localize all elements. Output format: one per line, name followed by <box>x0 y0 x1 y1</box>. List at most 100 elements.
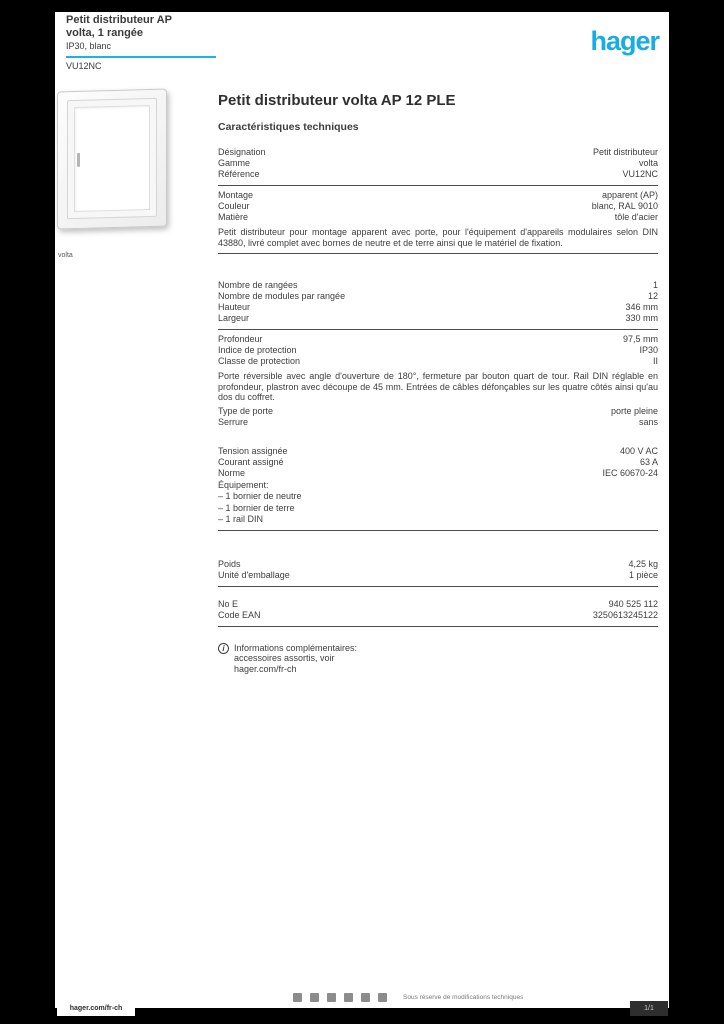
spec-line: – 1 rail DIN <box>218 514 264 524</box>
spec-label: Gamme <box>218 158 251 168</box>
spec-label: Nombre de rangées <box>218 280 298 290</box>
spec-row: Hauteur 346 mm <box>218 302 658 313</box>
spec-divider <box>218 329 658 330</box>
approval-mark-icon <box>344 992 353 1002</box>
spec-row: Matière tôle d'acier <box>218 212 658 223</box>
spec-line: – 1 bornier de neutre <box>218 491 302 501</box>
enclosure-image <box>57 88 167 230</box>
header-title-block: Petit distributeur AP volta, 1 rangée IP… <box>66 14 216 72</box>
spec-label: Code EAN <box>218 609 261 620</box>
spec-row: Classe de protection II <box>218 356 658 367</box>
section-subheading: Caractéristiques techniques <box>218 121 359 133</box>
note-line: accessoires assortis, voir <box>234 653 335 663</box>
spec-label: Classe de protection <box>218 356 301 366</box>
brand-rule <box>66 56 216 58</box>
spec-value: volta <box>638 158 658 168</box>
spec-value: IEC 60670-24 <box>602 467 658 478</box>
spec-label: Nombre de modules par rangée <box>218 291 346 301</box>
spec-row: Montage apparent (AP) <box>218 190 658 201</box>
spec-line: – 1 bornier de terre <box>218 502 295 513</box>
spec-divider <box>218 529 658 531</box>
spec-value: 346 mm <box>625 302 658 312</box>
spec-divider <box>218 625 658 627</box>
spec-label: Couleur <box>218 201 250 211</box>
spec-line: Équipement: <box>218 479 269 490</box>
approval-mark-icon <box>378 992 387 1002</box>
spec-label: Poids <box>218 558 241 569</box>
approval-mark-icon <box>293 992 302 1002</box>
spec-value: 12 <box>647 291 658 301</box>
spec-value: 400 V AC <box>619 445 658 456</box>
spec-paragraph: Porte réversible avec angle d'ouverture … <box>218 371 658 402</box>
spec-value: 3250613245122 <box>592 609 658 620</box>
info-note: i Informations complémentaires:accessoir… <box>218 642 658 675</box>
header-title-line1: Petit distributeur AP <box>66 14 172 26</box>
spec-row: Code EAN 3250613245122 <box>218 610 658 621</box>
document-header: Petit distributeur AP volta, 1 rangée IP… <box>66 14 660 72</box>
main-column: Petit distributeur volta AP 12 PLE Carac… <box>218 92 658 674</box>
spec-label: Profondeur <box>218 334 263 344</box>
approval-mark-icon <box>327 992 336 1002</box>
spec-value: sans <box>638 416 658 427</box>
spec-value: apparent (AP) <box>601 190 658 200</box>
note-line: Informations complémentaires: <box>234 642 358 653</box>
spec-label: Largeur <box>218 313 250 323</box>
footer-certifications: Sous réserve de modifications techniques <box>293 991 523 1003</box>
header-title-line2: volta, 1 rangée <box>66 27 144 39</box>
spec-value: 63 A <box>639 456 658 467</box>
spec-value: porte pleine <box>610 405 658 416</box>
spec-divider <box>218 253 658 254</box>
enclosure-door <box>74 105 150 212</box>
spec-value: II <box>652 356 658 366</box>
info-icon: i <box>218 642 229 654</box>
enclosure-frame <box>67 97 157 220</box>
spec-value: IP30 <box>639 345 658 355</box>
spec-value: 330 mm <box>625 313 658 323</box>
spec-row: Largeur 330 mm <box>218 313 658 324</box>
product-photo: volta <box>57 88 167 259</box>
note-line[interactable]: hager.com/fr-ch <box>234 663 297 674</box>
spec-label: Référence <box>218 169 260 179</box>
spec-divider <box>218 585 658 587</box>
spec-value: Petit distributeur <box>592 147 658 157</box>
spec-value: 1 <box>652 280 658 290</box>
spec-row: Nombre de rangées 1 <box>218 280 658 291</box>
spec-label: Montage <box>218 190 254 200</box>
approval-marks-row <box>293 992 387 1002</box>
approval-mark-icon <box>310 992 319 1002</box>
spec-paragraph: Petit distributeur pour montage apparent… <box>218 227 658 248</box>
spec-row: Référence VU12NC <box>218 169 658 180</box>
spec-value: 1 pièce <box>628 569 658 580</box>
header-reference: VU12NC <box>66 61 102 71</box>
spec-value: 940 525 112 <box>608 598 658 609</box>
spec-label: Hauteur <box>218 302 251 312</box>
approval-mark-icon <box>361 992 370 1002</box>
spec-value: VU12NC <box>622 169 658 179</box>
spec-label: Matière <box>218 212 249 222</box>
spec-value: tôle d'acier <box>614 212 658 222</box>
page-title: Petit distributeur volta AP 12 PLE <box>218 92 456 109</box>
document-page: Petit distributeur AP volta, 1 rangée IP… <box>55 12 669 1008</box>
footer-disclaimer: Sous réserve de modifications techniques <box>403 993 524 1001</box>
hager-logo-icon: hager <box>590 26 660 56</box>
footer-website-badge[interactable]: hager.com/fr-ch <box>57 1001 135 1016</box>
spec-divider <box>218 185 658 186</box>
door-handle-icon <box>77 153 80 168</box>
